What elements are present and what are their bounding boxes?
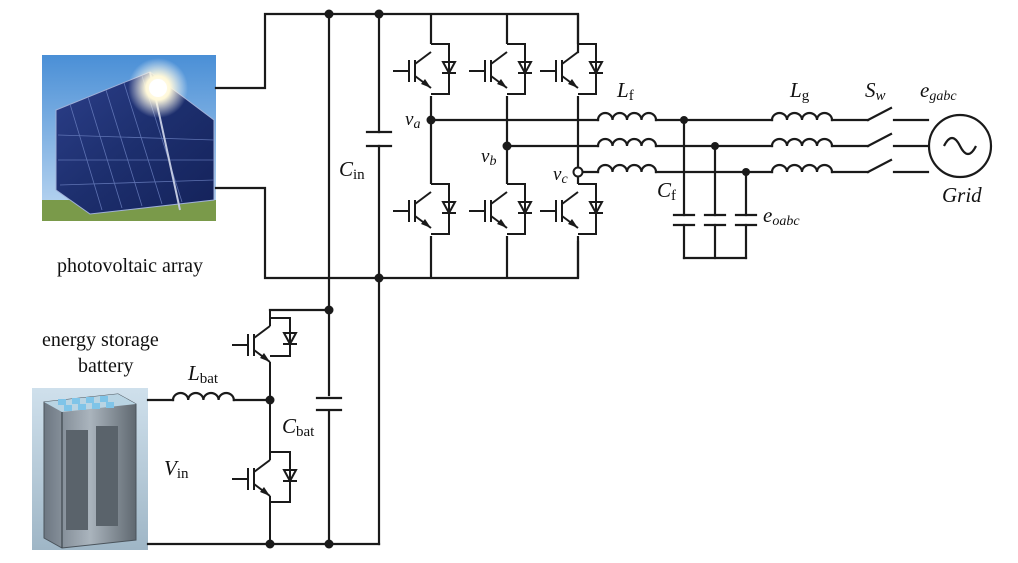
label-vin: Vin xyxy=(164,456,189,482)
boost-lower-switch xyxy=(232,400,298,544)
grid-switch-sw xyxy=(866,106,893,174)
grid-source xyxy=(927,113,993,179)
label-sw: Sw xyxy=(865,78,886,104)
filter-capacitors-cf xyxy=(672,118,758,260)
junction-dots xyxy=(265,9,750,549)
inductor-lg xyxy=(770,111,834,174)
inverter-upper-switch-2 xyxy=(469,43,533,95)
battery-image xyxy=(32,388,148,550)
boost-upper-switch xyxy=(232,310,298,400)
inverter-upper-switch-3 xyxy=(540,43,604,95)
inductor-lf xyxy=(596,111,658,174)
inverter-lower-switch-2 xyxy=(469,183,533,235)
label-lf: Lf xyxy=(616,78,634,104)
label-eoabc: eoabc xyxy=(763,203,800,229)
capacitor-cin xyxy=(365,130,393,148)
label-lg: Lg xyxy=(789,78,810,104)
label-cf: Cf xyxy=(657,178,676,204)
inverter-lower-switch-1 xyxy=(393,183,457,235)
boost-converter xyxy=(232,310,298,544)
label-cin: Cin xyxy=(339,157,365,183)
label-vc: vc xyxy=(553,164,568,187)
three-phase-inverter xyxy=(393,14,604,278)
capacitor-cbat xyxy=(315,396,343,412)
label-va: va xyxy=(405,109,420,132)
inductor-lbat xyxy=(171,391,235,402)
label-lbat: Lbat xyxy=(187,361,219,387)
label-vb: vb xyxy=(481,146,496,169)
battery-caption-line1: energy storage xyxy=(42,329,159,351)
pv-array-image xyxy=(42,55,216,221)
label-cbat: Cbat xyxy=(282,414,315,440)
inverter-upper-switch-1 xyxy=(393,43,457,95)
battery-caption-line2: battery xyxy=(78,355,134,377)
label-egabc: egabc xyxy=(920,78,957,104)
pv-caption: photovoltaic array xyxy=(57,255,203,277)
label-grid: Grid xyxy=(942,183,982,207)
inverter-lower-switch-3 xyxy=(540,183,604,235)
